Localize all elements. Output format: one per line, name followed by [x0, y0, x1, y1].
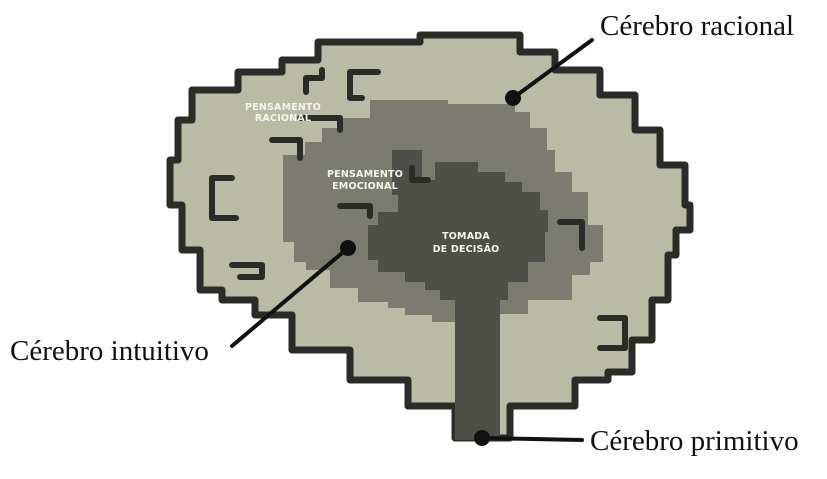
- emotional-thought-label-2: EMOCIONAL: [332, 181, 398, 192]
- decision-label-2: DE DECISÃO: [433, 244, 500, 255]
- primitive-marker-dot: [474, 430, 490, 446]
- decision-label-1: TOMADA: [442, 231, 490, 242]
- rational-thought-label-1: PENSAMENTO: [245, 102, 321, 113]
- rational-marker-dot: [505, 90, 521, 106]
- primitive-brain-label: Cérebro primitivo: [590, 425, 799, 457]
- intuitive-marker-dot: [340, 240, 356, 256]
- primitive-callout-line: [482, 438, 582, 440]
- intuitive-brain-label: Cérebro intuitivo: [10, 335, 209, 367]
- emotional-thought-label-1: PENSAMENTO: [327, 169, 403, 180]
- rational-brain-label: Cérebro racional: [600, 10, 794, 42]
- rational-thought-label-2: RACIONAL: [255, 113, 311, 124]
